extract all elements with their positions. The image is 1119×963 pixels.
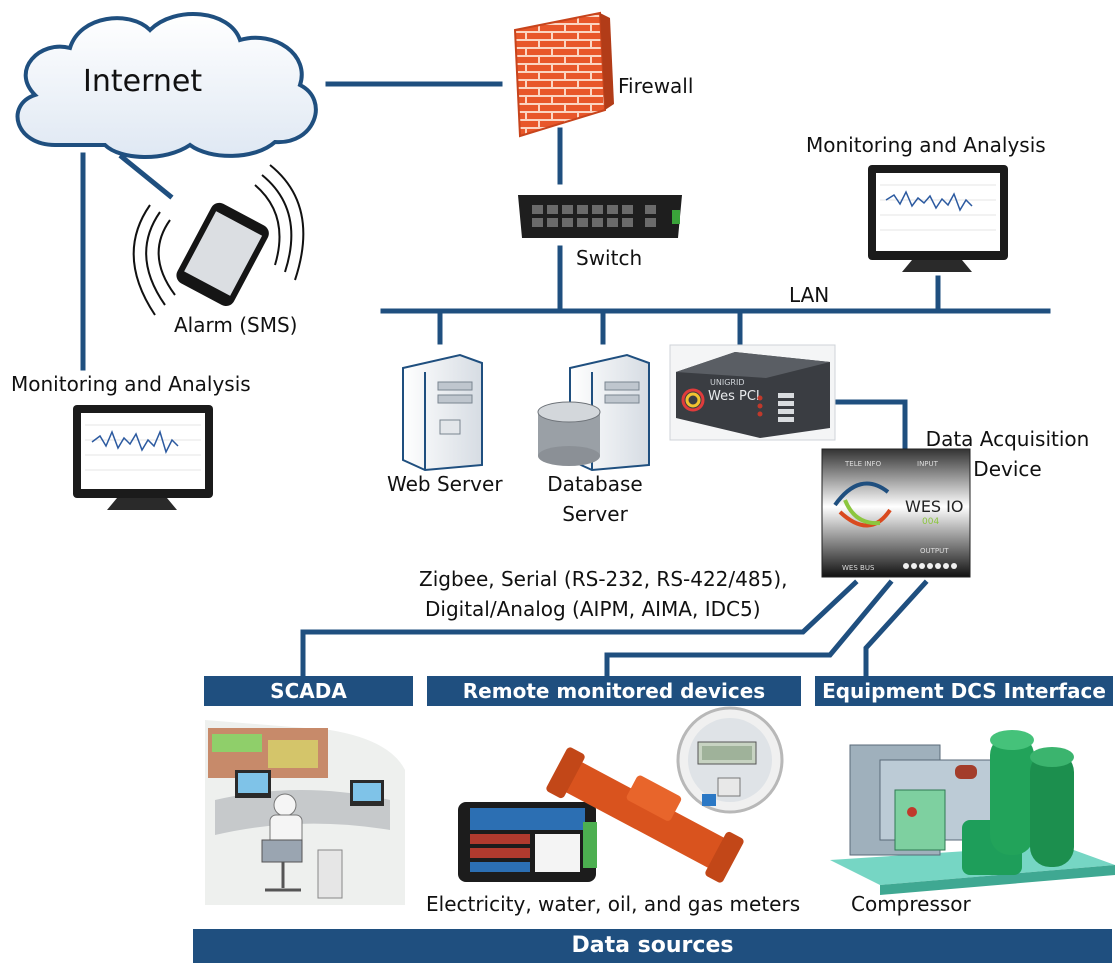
meters-illustration (458, 706, 784, 883)
dcs-interface-bar: Equipment DCS Interface (815, 676, 1113, 706)
scada-control-room-illustration (205, 720, 405, 905)
wes-io-model: 004 (922, 517, 939, 527)
compressor-label: Compressor (851, 892, 971, 916)
switch-label: Switch (576, 246, 643, 270)
server-icon (402, 353, 483, 472)
wes-io-output: OUTPUT (920, 547, 949, 555)
data-sources-footer: Data sources (193, 929, 1112, 963)
alarm-label: Alarm (SMS) (174, 313, 298, 337)
monitoring-left-label: Monitoring and Analysis (11, 372, 251, 396)
database-server-label-line1: Database (547, 472, 643, 496)
wes-io-bus: WES BUS (842, 564, 875, 572)
daq-label: Data Acquisition Device (905, 427, 1110, 481)
web-server-label: Web Server (387, 472, 503, 496)
remote-devices-bar: Remote monitored devices (427, 676, 801, 706)
wes-pci-device-icon: UNIGRID Wes PCI (669, 344, 836, 441)
database-icon (537, 401, 601, 466)
wes-io-input: INPUT (917, 460, 939, 468)
lan-label: LAN (789, 283, 830, 307)
scada-bar: SCADA (204, 676, 413, 706)
wes-pci-name: Wes PCI (708, 389, 760, 404)
monitor-icon (868, 165, 1008, 272)
switch-icon (518, 195, 682, 238)
wes-io-tele: TELE INFO (844, 460, 882, 468)
daq-label-line2: Device (973, 457, 1042, 481)
daq-label-line1: Data Acquisition (925, 427, 1090, 451)
protocols-line2: Digital/Analog (AIPM, AIMA, IDC5) (425, 597, 761, 621)
connection-lines (80, 81, 1051, 683)
protocols-line1: Zigbee, Serial (RS-232, RS-422/485), (419, 567, 788, 591)
database-server-label: Database Server (540, 472, 650, 526)
monitor-icon (73, 405, 213, 510)
wes-io-device-icon: WES IO 004 TELE INFO INPUT OUTPUT WES BU… (821, 448, 971, 578)
compressor-illustration (830, 730, 1115, 895)
firewall-label: Firewall (618, 74, 694, 98)
cloud-icon (15, 12, 318, 159)
wes-io-name: WES IO (905, 497, 963, 516)
database-server-label-line2: Server (562, 502, 628, 526)
internet-label: Internet (83, 64, 203, 99)
phone-icon (132, 164, 305, 316)
monitoring-right-label: Monitoring and Analysis (806, 133, 1046, 157)
firewall-icon (513, 11, 614, 138)
meters-label: Electricity, water, oil, and gas meters (426, 892, 801, 916)
wes-pci-brand: UNIGRID (710, 378, 744, 387)
